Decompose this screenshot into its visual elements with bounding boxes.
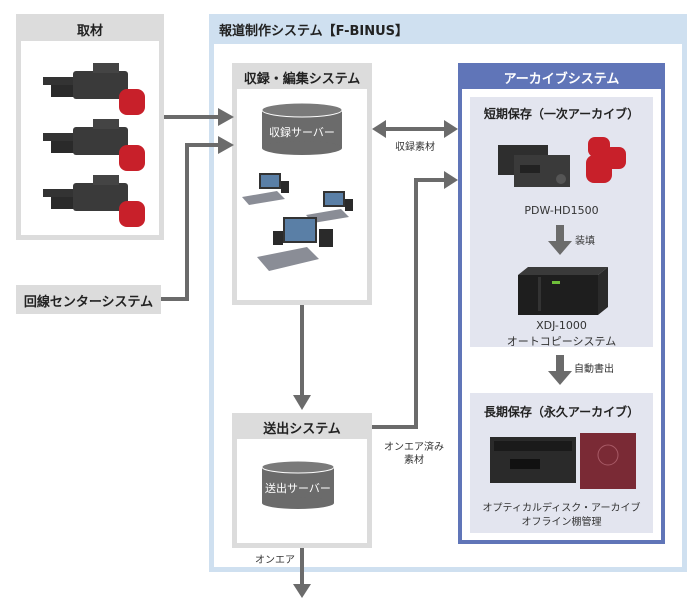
camcorder-icon — [43, 63, 145, 115]
xdj-1000-autocopy-icon — [518, 267, 608, 315]
optical-disc-cartridge-icon — [580, 433, 636, 489]
recording-editing-box: 収録・編集システム 収録サーバー — [232, 63, 372, 305]
arrow-coverage-to-recording — [164, 108, 234, 126]
coverage-box: 取材 — [16, 14, 164, 240]
short-term-title: 短期保存（一次アーカイブ） — [483, 107, 640, 121]
transmission-box: 送出システム 送出サーバー — [232, 413, 372, 548]
autocopy-label: オートコピーシステム — [506, 335, 617, 348]
line-center-box: 回線センターシステム — [16, 285, 161, 314]
database-cylinder-icon — [261, 102, 343, 155]
camcorder-icon — [43, 175, 145, 227]
archive-box: アーカイブシステム 短期保存（一次アーカイブ） PDW-HD1500 装 — [458, 63, 665, 544]
line-center-title: 回線センターシステム — [23, 295, 154, 310]
optical-archive-label-line2: オフライン棚管理 — [521, 517, 602, 528]
auto-write-label: 自動書出 — [574, 364, 614, 375]
arrow-recording-to-transmission — [293, 305, 311, 410]
coverage-title: 取材 — [76, 24, 103, 39]
recording-server: 収録サーバー — [261, 102, 343, 155]
transmission-content: 送出サーバー — [237, 439, 367, 543]
long-term-title: 長期保存（永久アーカイブ） — [483, 405, 640, 419]
arrow-line-center-to-recording — [161, 136, 234, 301]
recording-editing-content: 収録サーバー — [237, 89, 367, 300]
archive-title: アーカイブシステム — [503, 72, 620, 87]
editing-workstations-icon — [242, 173, 353, 271]
archive-content: 短期保存（一次アーカイブ） PDW-HD1500 装填 — [462, 89, 661, 540]
on-air-label: オンエア — [255, 555, 295, 566]
aired-material-label-line2: 素材 — [404, 455, 424, 466]
pdw-hd1500-label: PDW-HD1500 — [524, 204, 599, 217]
disc-cartridge-icon — [586, 137, 626, 183]
arrow-down-icon — [548, 225, 572, 255]
coverage-content — [21, 41, 159, 235]
recording-editing-title: 収録・編集システム — [243, 72, 361, 87]
optical-archive-label-line1: オプティカルディスク・アーカイブ — [482, 503, 641, 514]
arrow-recording-archive-bidirectional — [372, 120, 458, 138]
xdj-1000-model: XDJ-1000 — [536, 319, 587, 332]
recorded-material-label: 収録素材 — [395, 142, 435, 153]
arrow-transmission-to-archive — [372, 171, 458, 429]
news-system-title: 報道制作システム【F-BINUS】 — [219, 24, 409, 39]
transmission-server: 送出サーバー — [261, 460, 335, 509]
database-cylinder-icon — [261, 460, 335, 509]
long-term-panel: 長期保存（永久アーカイブ） オプティカルディスク・アーカイブ オフライン棚管理 — [470, 393, 653, 533]
recording-server-label: 収録サーバー — [269, 126, 335, 139]
camcorder-group — [43, 63, 145, 227]
transmission-server-label: 送出サーバー — [265, 482, 331, 495]
load-label: 装填 — [575, 236, 595, 247]
optical-disc-archive-icon — [490, 433, 636, 489]
camcorder-icon — [43, 119, 145, 171]
aired-material-label-line1: オンエア済み — [384, 442, 444, 453]
short-term-panel: 短期保存（一次アーカイブ） PDW-HD1500 装填 — [470, 97, 653, 348]
pdw-hd1500-deck-icon — [498, 137, 626, 187]
arrow-on-air — [293, 548, 311, 598]
arrow-down-icon — [548, 355, 572, 385]
transmission-title: 送出システム — [263, 422, 341, 437]
